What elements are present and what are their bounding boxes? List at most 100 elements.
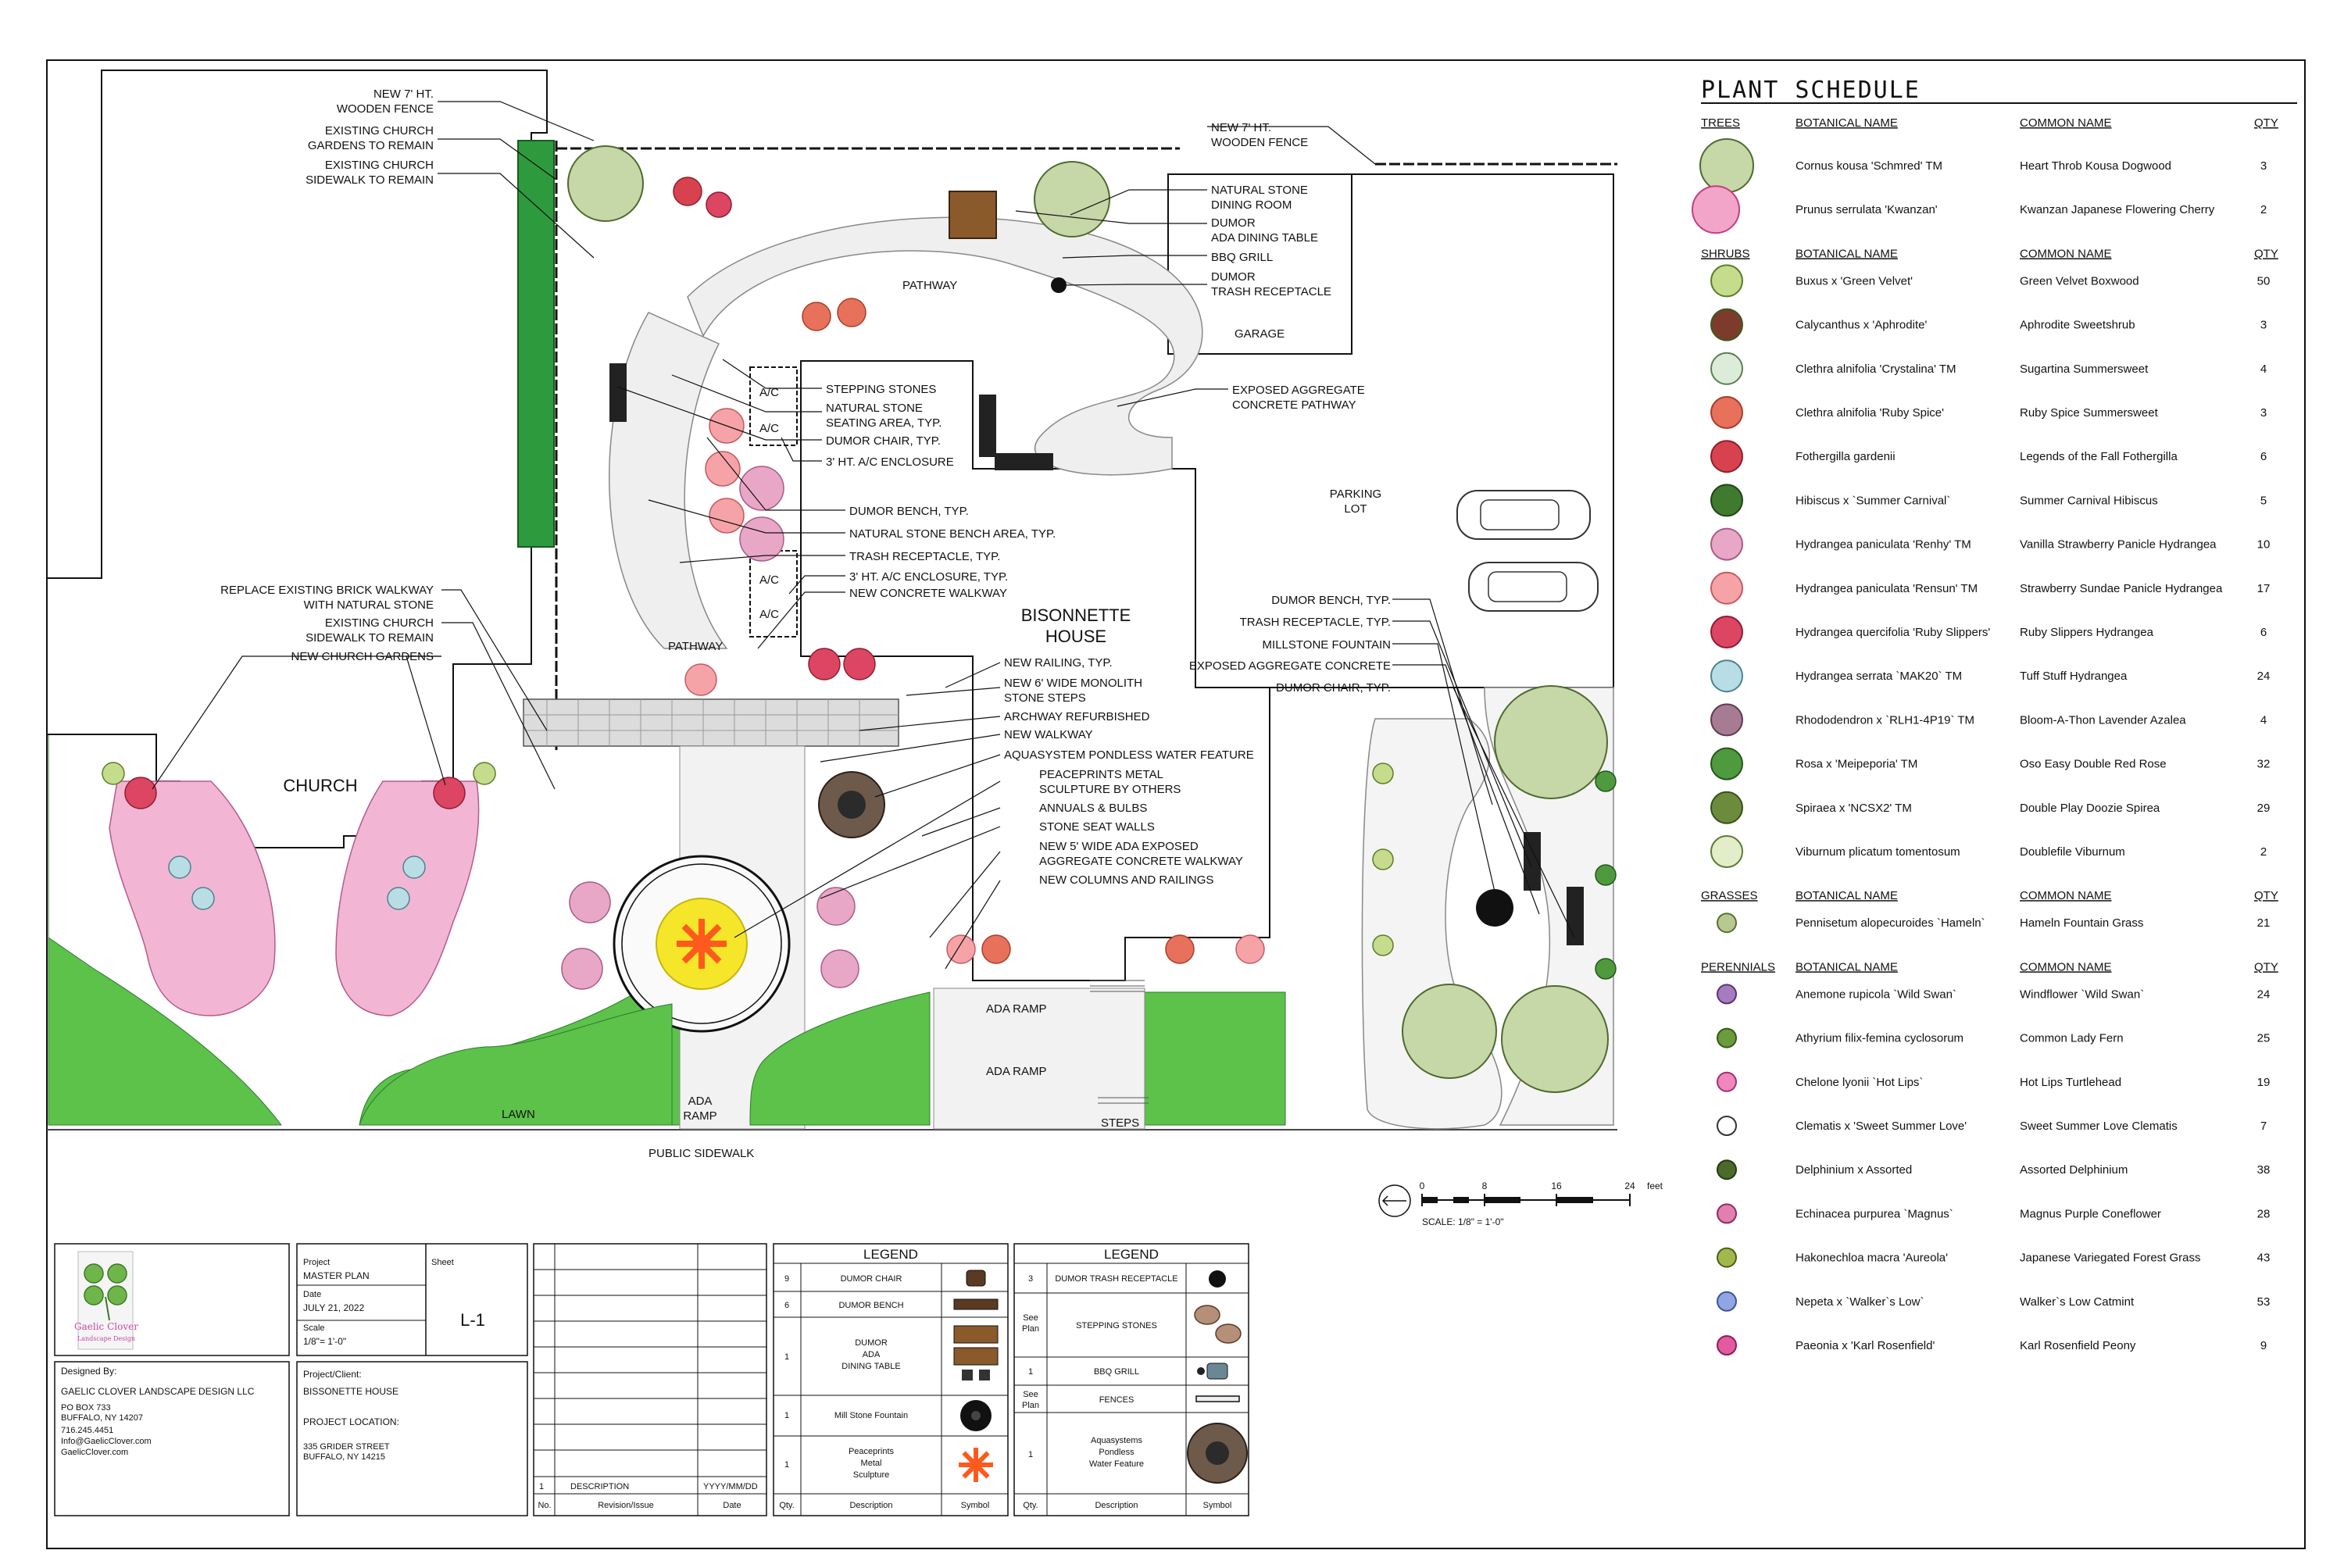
ada-ramp-left-2: RAMP <box>683 1109 716 1123</box>
callout-ada-walkway: NEW 5' WIDE ADA EXPOSED <box>1039 840 1199 853</box>
callout-archway: ARCHWAY REFURBISHED <box>1004 710 1150 723</box>
boxwood-icon <box>1710 264 1743 298</box>
trash-icon <box>1209 1270 1226 1288</box>
project-label: Project <box>303 1258 330 1267</box>
schedule-group-grasses: GRASSES <box>1701 889 1758 902</box>
schedule-qty: 5 <box>2260 494 2267 507</box>
callout-seating-area: NATURAL STONE <box>826 402 923 415</box>
ada-ramp-left: ADA <box>688 1095 713 1108</box>
natural-stone-walkway <box>523 698 899 747</box>
legend-right-qty-3b: Plan <box>1022 1401 1039 1410</box>
schedule-common: Kwanzan Japanese Flowering Cherry <box>2020 203 2215 216</box>
legend-right-col-desc: Description <box>1095 1501 1138 1510</box>
callout-stepping-stones: STEPPING STONES <box>826 383 936 396</box>
legend-left-desc-2b: ADA <box>863 1350 881 1359</box>
legend-right-qty-4: 1 <box>1028 1450 1033 1459</box>
fern-icon <box>1717 1027 1737 1048</box>
callout-fence-right-2: WOODEN FENCE <box>1211 136 1308 149</box>
stone-walkway-hatch <box>523 699 899 746</box>
bench-1 <box>609 363 627 422</box>
schedule-common: Common Lady Fern <box>2020 1032 2124 1045</box>
schedule-botanical: Spiraea x 'NCSX2' TM <box>1796 802 1912 815</box>
callout-gardens-remain: EXISTING CHURCH <box>325 124 434 138</box>
water-feature-icon <box>1187 1423 1248 1484</box>
schedule-common: Sweet Summer Love Clematis <box>2020 1120 2178 1133</box>
schedule-botanical: Clethra alnifolia 'Crystalina' TM <box>1796 363 1956 376</box>
scale-tick-0: 0 <box>1420 1180 1425 1191</box>
schedule-qty: 2 <box>2260 845 2267 859</box>
callout-stone-bench: NATURAL STONE BENCH AREA, TYP. <box>849 527 1056 541</box>
schedule-col-qty: QTY <box>2254 889 2278 902</box>
legend-left-desc-2c: DINING TABLE <box>841 1362 900 1371</box>
church-building <box>46 70 548 848</box>
designer-line-2: BUFFALO, NY 14207 <box>61 1413 143 1423</box>
schedule-common: Windflower `Wild Swan` <box>2020 988 2144 1001</box>
bisonnette-house <box>800 360 1270 981</box>
callout-new-concrete-walkway: NEW CONCRETE WALKWAY <box>849 587 1007 600</box>
public-sidewalk-label: PUBLIC SIDEWALK <box>649 1147 754 1160</box>
rose-icon <box>1710 747 1743 780</box>
plant-symbols <box>102 145 1617 990</box>
callout-water-feature: AQUASYSTEM PONDLESS WATER FEATURE <box>1004 748 1254 762</box>
grill-icon <box>1197 1363 1228 1380</box>
legend-left-desc-4a: Peaceprints <box>849 1447 895 1456</box>
schedule-botanical: Hydrangea quercifolia 'Ruby Slippers' <box>1796 626 1990 639</box>
schedule-botanical: Clethra alnifolia 'Ruby Spice' <box>1796 406 1944 420</box>
fountain-grass-icon <box>1717 913 1737 934</box>
parking-label-2: LOT <box>1344 502 1367 516</box>
date-value: JULY 21, 2022 <box>303 1302 365 1313</box>
legend-left-col-symbol: Symbol <box>961 1501 990 1510</box>
dining-table-icon <box>953 1325 999 1380</box>
ac-enclosure-2 <box>749 550 798 638</box>
legend-left-qty-3: 1 <box>784 1411 789 1420</box>
sheet-label: Sheet <box>431 1258 454 1267</box>
car-2 <box>1468 562 1599 612</box>
steps-label: STEPS <box>1101 1116 1139 1130</box>
schedule-botanical: Cornus kousa 'Schmred' TM <box>1796 159 1942 173</box>
coneflower-icon <box>1717 1203 1737 1224</box>
legend-left-col-qty: Qty. <box>779 1501 794 1510</box>
peony-icon <box>1717 1335 1737 1355</box>
schedule-botanical: Pennisetum alopecuroides `Hameln` <box>1796 916 1985 930</box>
legend-left-col-desc: Description <box>849 1501 892 1510</box>
ada-ramp-label-2: ADA RAMP <box>986 1065 1047 1078</box>
client-value: BISSONETTE HOUSE <box>303 1386 398 1397</box>
callout-sidewalk-remain-b-2: SIDEWALK TO REMAIN <box>306 631 434 645</box>
lawn-far-left <box>359 1003 673 1126</box>
legend-right-qty-0: 3 <box>1028 1274 1033 1284</box>
schedule-botanical: Prunus serrulata 'Kwanzan' <box>1796 203 1938 216</box>
kousa-dogwood-right-2 <box>1501 985 1609 1093</box>
schedule-qty: 7 <box>2260 1120 2267 1133</box>
callout-ac-enclosure-typ: 3' HT. A/C ENCLOSURE, TYP. <box>849 570 1008 584</box>
rev-col-rev: Revision/Issue <box>598 1501 654 1510</box>
scale-tick-8: 8 <box>1482 1180 1488 1191</box>
schedule-group-perennials: PERENNIALS <box>1701 960 1775 973</box>
location-label: PROJECT LOCATION: <box>303 1416 399 1427</box>
callout-sidewalk-remain-b: EXISTING CHURCH <box>325 616 434 630</box>
hydrangea-ruby-icon <box>1710 616 1743 648</box>
sculpture-icon <box>959 1448 993 1482</box>
schedule-qty: 17 <box>2257 582 2271 595</box>
schedule-col-botanical: BOTANICAL NAME <box>1796 116 1898 130</box>
dining-table <box>949 191 997 239</box>
schedule-botanical: Hibiscus x `Summer Carnival` <box>1796 494 1950 507</box>
legend-right-desc-2: BBQ GRILL <box>1094 1367 1139 1377</box>
callout-bbq: BBQ GRILL <box>1211 251 1273 264</box>
callout-seating-area-2: SEATING AREA, TYP. <box>826 416 942 430</box>
schedule-botanical: Hakonechloa macra 'Aureola' <box>1796 1252 1948 1265</box>
leader-lines <box>152 101 1575 970</box>
pondless-water-feature <box>818 771 885 838</box>
schedule-qty: 4 <box>2260 713 2267 727</box>
kousa-dogwood-right-3 <box>1402 984 1497 1079</box>
rev-col-no: No. <box>538 1501 551 1510</box>
callout-seat-walls: STONE SEAT WALLS <box>1039 820 1155 834</box>
schedule-qty: 3 <box>2260 319 2267 332</box>
schedule-qty: 29 <box>2257 802 2271 815</box>
schedule-common: Hameln Fountain Grass <box>2020 916 2143 930</box>
schedule-common: Heart Throb Kousa Dogwood <box>2020 159 2171 173</box>
schedule-common: Summer Carnival Hibiscus <box>2020 494 2158 507</box>
schedule-common: Karl Rosenfield Peony <box>2020 1339 2136 1352</box>
legend-left-title: LEGEND <box>863 1247 918 1262</box>
